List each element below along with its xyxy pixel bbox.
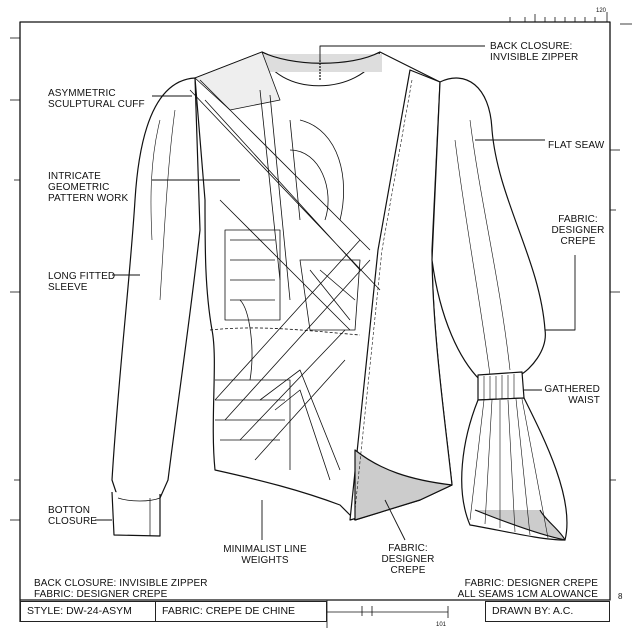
callout-line: CLOSURE	[48, 516, 98, 527]
gathered-cuff	[477, 371, 525, 401]
callout-line: CREPE	[560, 236, 596, 247]
geometric-pattern	[189, 51, 381, 481]
drawing-frame	[19, 21, 611, 601]
callout-line: LONG FITTED	[48, 271, 116, 282]
callout-line: WAIST	[568, 395, 600, 406]
callout-line: ASYMMETRIC	[48, 88, 116, 99]
ruler-mark-side: 8	[618, 592, 623, 601]
title-block-style: STYLE: DW-24-ASYM	[20, 601, 156, 622]
ruler-mark-bottom: 101	[436, 622, 447, 628]
callout-line: CREPE	[390, 565, 426, 576]
left-cuff	[111, 491, 161, 537]
title-block-drawn-by: DRAWN BY: A.C.	[485, 601, 610, 622]
ruler-ticks	[10, 12, 632, 628]
callout-line: DESIGNER	[381, 554, 435, 565]
left-sleeve	[111, 77, 201, 499]
callout-line: BACK CLOSURE:	[490, 41, 573, 52]
callout-line: FABRIC:	[558, 214, 598, 225]
callout-line: MINIMALIST LINE	[223, 544, 307, 555]
callout-leaders	[95, 45, 576, 541]
ruler-mark-top: 120	[596, 8, 607, 14]
callout-line: DESIGNER	[551, 225, 605, 236]
callout-line: SCULPTURAL CUFF	[48, 99, 145, 110]
callout-line: WEIGHTS	[241, 555, 289, 566]
note-line: BACK CLOSURE: INVISIBLE ZIPPER	[34, 578, 208, 589]
callout-line: INVISIBLE ZIPPER	[490, 52, 579, 63]
callout-back-closure: BACK CLOSURE:INVISIBLE ZIPPER	[490, 41, 578, 63]
callout-line: FABRIC:	[388, 543, 428, 554]
callout-line: PATTERN WORK	[48, 193, 129, 204]
right-sleeve	[431, 77, 546, 381]
callout-line: SLEEVE	[48, 282, 88, 293]
ruffle-cuff	[461, 397, 568, 541]
note-line: FABRIC: DESIGNER CREPE	[34, 589, 168, 600]
title-block-fabric: FABRIC: CREPE DE CHINE	[155, 601, 327, 622]
note-line: FABRIC: DESIGNER CREPE	[464, 578, 598, 589]
callout-line: GEOMETRIC	[48, 182, 110, 193]
callout-flat-seam: FLAT SEAW	[548, 140, 605, 151]
note-line: ALL SEAMS 1CM ALOWANCE	[457, 589, 598, 600]
callout-line: INTRICATE	[48, 171, 101, 182]
callout-line: BOTTON	[48, 505, 91, 516]
callout-line: GATHERED	[544, 384, 600, 395]
